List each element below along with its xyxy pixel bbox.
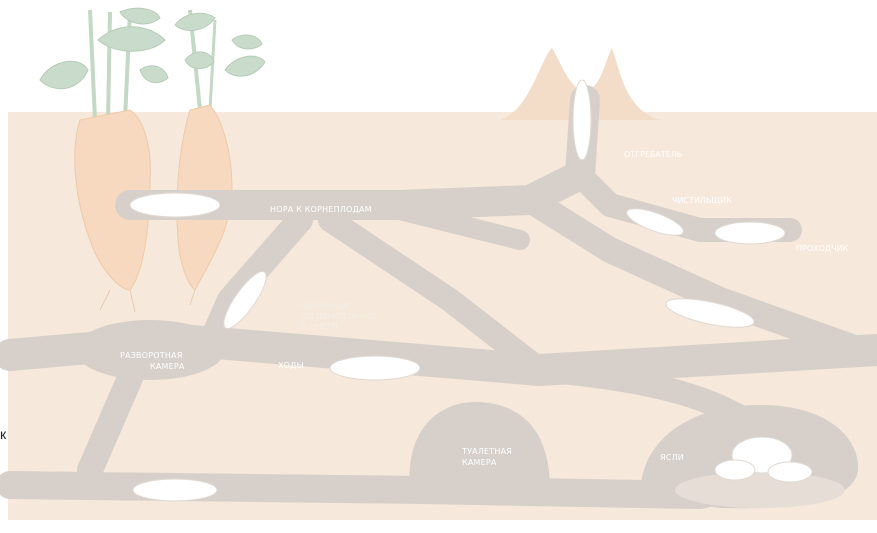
mole-rat-digger — [573, 80, 591, 160]
mole-rat-root — [130, 193, 220, 217]
label-root-burrow: НОРА К КОРНЕПЛОДАМ — [270, 204, 372, 215]
label-inclined-2: СОЕДИНИТЕЛЬНЫЕ — [300, 312, 376, 322]
edge-character: к — [0, 426, 6, 442]
label-toilet-2: КАМЕРА — [462, 457, 497, 468]
mole-rat-bottom — [133, 479, 217, 501]
label-turn-chamber-1: РАЗВОРОТНАЯ — [120, 350, 182, 361]
mole-rat-passage — [330, 356, 420, 380]
label-turn-chamber-2: КАМЕРА — [150, 361, 185, 372]
label-passages: ХОДЫ — [278, 360, 304, 371]
label-nursery: ЯСЛИ — [660, 452, 684, 463]
nest-bedding — [675, 472, 845, 508]
label-toilet-1: ТУАЛЕТНАЯ — [462, 446, 512, 457]
label-cleaner: ЧИСТИЛЬЩИК — [672, 196, 732, 206]
mole-rat-pup-2 — [768, 462, 812, 482]
mole-rat-pup — [715, 460, 755, 480]
label-driller: ПРОХОДЧИК — [796, 244, 848, 254]
label-inclined-1: НАКЛОННЫЕ — [300, 302, 350, 312]
label-digger: ОТГРЕБАТЕЛЬ — [624, 150, 682, 160]
mole-rat-driller — [715, 222, 785, 244]
label-inclined-3: ТОННЕЛИ — [300, 322, 338, 332]
